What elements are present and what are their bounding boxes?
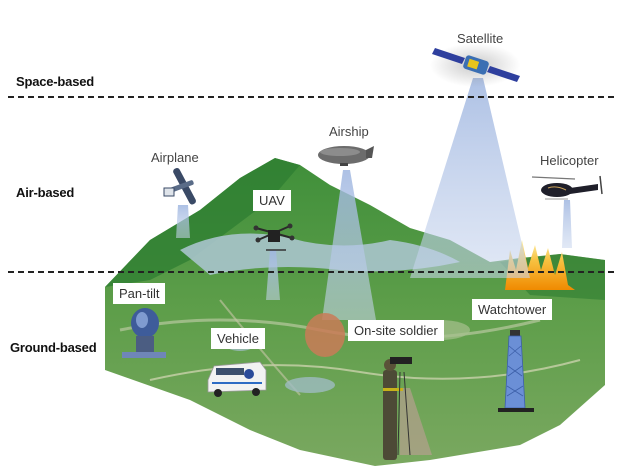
tier-label-space: Space-based xyxy=(16,74,95,89)
airship-icon xyxy=(318,146,374,166)
airplane-label: Airplane xyxy=(151,150,199,165)
vehicle-label: Vehicle xyxy=(211,328,265,349)
satellite-beam xyxy=(410,78,530,278)
airship-beam xyxy=(322,170,376,320)
sensing-beams xyxy=(176,78,572,455)
soldier-icon xyxy=(383,357,412,460)
air-ground-divider xyxy=(8,271,614,273)
watchtower-icon xyxy=(498,330,534,412)
uav-icon xyxy=(253,223,295,251)
soldier-label: On-site soldier xyxy=(348,320,444,341)
helicopter-label: Helicopter xyxy=(540,153,599,168)
tier-label-ground: Ground-based xyxy=(10,340,97,355)
soldier-view-cone xyxy=(400,388,432,455)
uav-label: UAV xyxy=(253,190,291,211)
satellite-icon xyxy=(430,43,520,87)
pan-tilt-camera-icon xyxy=(122,308,166,358)
helicopter-icon xyxy=(531,175,603,200)
airship-label: Airship xyxy=(329,124,369,139)
space-air-divider xyxy=(8,96,614,98)
watchtower-label: Watchtower xyxy=(472,299,553,320)
helicopter-beam xyxy=(562,200,572,248)
uav-beam xyxy=(266,250,280,300)
airplane-icon xyxy=(163,167,196,205)
pan-tilt-label: Pan-tilt xyxy=(113,283,166,304)
airship-footprint xyxy=(305,313,345,357)
satellite-label: Satellite xyxy=(457,31,504,46)
lake xyxy=(180,233,460,275)
tier-label-air: Air-based xyxy=(16,185,75,200)
airplane-beam xyxy=(176,205,190,238)
vehicle-icon xyxy=(207,361,267,397)
